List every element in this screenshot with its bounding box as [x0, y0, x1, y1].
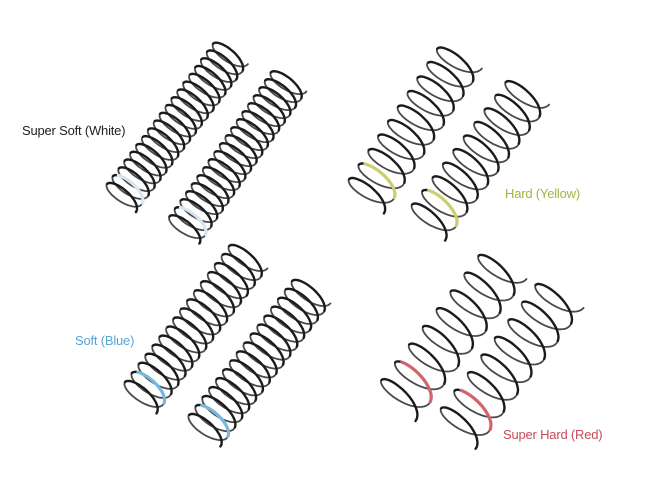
spring-back-coils [347, 48, 483, 204]
hard-yellow-label: Hard (Yellow) [505, 186, 580, 201]
spring-color-mark [200, 403, 231, 438]
spring-color-mark [459, 388, 493, 432]
spring-soft-1 [123, 243, 269, 415]
spring-back-coils [380, 255, 528, 408]
spring-front-coils [187, 278, 327, 448]
spring-color-mark [116, 173, 145, 205]
spring-front-coils [105, 41, 245, 214]
spring-front-coils [439, 282, 574, 450]
spring-hard-2 [410, 79, 550, 242]
spring-super-hard-2 [439, 282, 585, 450]
spring-super-hard-1 [380, 253, 528, 423]
spring-back-coils [105, 43, 249, 208]
super-hard-red-label: Super Hard (Red) [503, 427, 603, 442]
spring-soft-2 [187, 278, 332, 448]
spring-color-mark [400, 360, 433, 404]
spring-back-coils [168, 72, 308, 239]
spring-front-coils [168, 69, 303, 245]
soft-blue-label: Soft (Blue) [75, 333, 135, 348]
spring-color-mark [363, 162, 397, 200]
spring-hard-1 [347, 46, 483, 215]
spring-super-soft-1 [105, 41, 249, 214]
spring-back-coils [410, 82, 550, 232]
spring-back-coils [187, 281, 332, 441]
spring-front-coils [347, 46, 475, 215]
spring-front-coils [123, 243, 264, 415]
spring-color-mark [178, 205, 208, 236]
spring-back-coils [439, 285, 585, 436]
spring-super-soft-2 [168, 69, 308, 245]
spring-color-mark [136, 370, 167, 405]
super-soft-white-label: Super Soft (White) [22, 123, 126, 138]
spring-front-coils [410, 79, 542, 242]
spring-color-mark [427, 188, 459, 228]
